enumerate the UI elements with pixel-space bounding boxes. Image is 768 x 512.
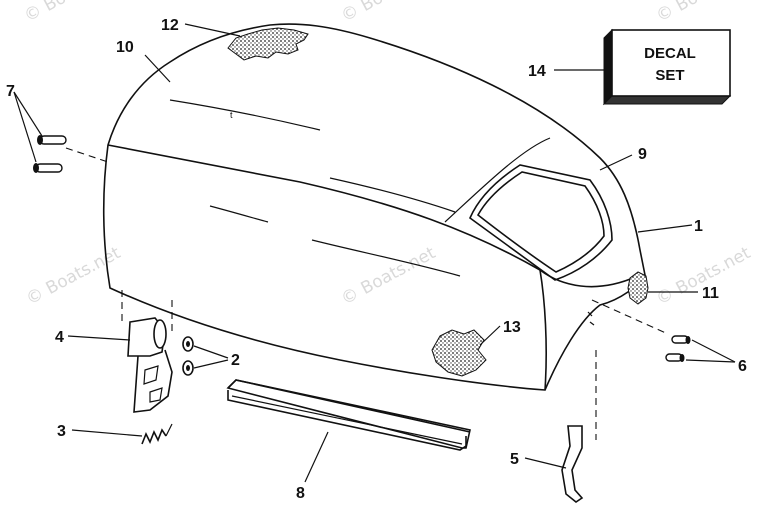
callout-7: 7 (6, 83, 15, 100)
callout-13: 13 (503, 319, 521, 336)
decal-13-patch (431, 329, 487, 377)
callout-10: 10 (116, 39, 134, 56)
screws-6 (591, 299, 691, 362)
latch-4 (127, 317, 173, 413)
callout-9: 9 (638, 146, 647, 163)
watermark: © Boats.net (338, 0, 439, 26)
callout-4: 4 (55, 329, 64, 346)
decal-set-box: DECAL SET (602, 28, 732, 106)
callout-1: 1 (694, 218, 703, 235)
watermark: © Boats.net (338, 243, 439, 310)
decal-set-line1: DECAL (644, 45, 696, 62)
seal-strip-8 (226, 379, 471, 451)
watermark: © Boats.net (23, 243, 124, 310)
callout-11: 11 (702, 285, 719, 302)
callout-3: 3 (57, 423, 66, 440)
bracket-5 (561, 350, 597, 503)
watermark: © Boats.net (21, 0, 122, 26)
callout-5: 5 (510, 451, 519, 468)
callout-2: 2 (231, 352, 240, 369)
cover-mark: t (230, 110, 233, 120)
callouts: 7 10 12 14 9 1 11 13 4 2 6 3 5 8 (6, 17, 747, 502)
decal-set-line2: SET (655, 67, 684, 84)
watermark: © Boats.net (653, 0, 754, 26)
callout-14: 14 (528, 63, 546, 80)
engine-cover: t (102, 23, 646, 391)
callout-8: 8 (296, 485, 305, 502)
decal-11-patch (627, 271, 649, 305)
callout-12: 12 (161, 17, 179, 34)
washers-2 (182, 336, 194, 376)
spring-3 (141, 423, 173, 445)
leader-lines (13, 23, 736, 483)
decal-12-patch (227, 27, 309, 61)
callout-6: 6 (738, 358, 747, 375)
screws-7 (33, 135, 109, 173)
